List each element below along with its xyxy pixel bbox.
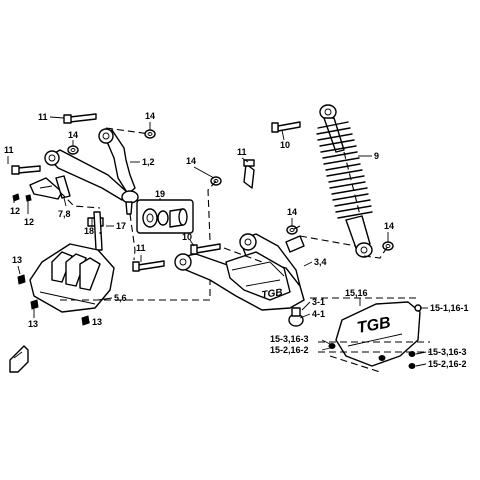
- assembly-guide-lines: [59, 127, 430, 373]
- callout-10-arm: 10: [182, 232, 192, 242]
- skid-plate-logo: TGB: [356, 314, 392, 337]
- callout-labels: 11 14 11 14 1,2 12 12 7,8 19 18 17 14 11…: [4, 111, 469, 369]
- bolt-10-shock: [271, 121, 301, 133]
- callout-9: 9: [374, 151, 379, 161]
- callout-11-arm: 11: [136, 243, 146, 253]
- bolt-12: [12, 193, 32, 202]
- leader-lines: [7, 116, 428, 367]
- callout-18: 18: [84, 226, 94, 236]
- callout-14-top: 14: [145, 111, 155, 121]
- bracket-7-8: [29, 175, 71, 200]
- callout-14-left: 14: [68, 130, 78, 140]
- callout-15-2-16-2-right: 15-2,16-2: [428, 359, 467, 369]
- callout-13-c: 13: [92, 317, 102, 327]
- callout-7-8: 7,8: [58, 209, 71, 219]
- bolt-10-lower: [190, 243, 221, 255]
- callout-19: 19: [155, 189, 165, 199]
- bolt-11-upper: [63, 113, 97, 124]
- mounting-bracket: [9, 345, 29, 373]
- callout-3-1: 3-1: [312, 297, 325, 307]
- bolt-11-left: [11, 165, 41, 175]
- shock-absorber-9: [316, 104, 373, 258]
- callout-11-mid: 11: [237, 147, 247, 157]
- nut-14-left: [67, 145, 79, 155]
- callout-14-far: 14: [384, 221, 394, 231]
- bushing-kit-19: [136, 199, 194, 234]
- nut-14-right: [286, 225, 298, 235]
- callout-15-1-16-1: 15-1,16-1: [430, 303, 469, 313]
- callout-12-b: 12: [24, 217, 34, 227]
- bolt-13-a: [17, 274, 26, 285]
- bolt-11-mid: [243, 159, 255, 189]
- skid-plate-15-16: TGB: [335, 301, 421, 367]
- callout-14-mid: 14: [186, 156, 196, 166]
- callout-1-2: 1,2: [142, 157, 155, 167]
- skid-guard-5-6: [29, 243, 115, 313]
- lower-a-arm: TGB: [174, 233, 305, 327]
- upper-a-arm: [44, 128, 139, 215]
- nut-14-shock: [382, 241, 394, 251]
- callout-13-a: 13: [12, 255, 22, 265]
- callout-10-top: 10: [280, 140, 290, 150]
- callout-4-1: 4-1: [312, 309, 325, 319]
- callout-15-2-16-2-left: 15-2,16-2: [270, 345, 309, 355]
- callout-11-top: 11: [38, 112, 48, 122]
- bolt-13-b: [30, 299, 39, 310]
- callout-13-b: 13: [28, 319, 38, 329]
- callout-5-6: 5,6: [114, 293, 127, 303]
- guard-logo: TGB: [261, 287, 283, 301]
- bolt-13-c: [81, 315, 90, 326]
- callout-14-right: 14: [287, 207, 297, 217]
- callout-3-4: 3,4: [314, 257, 327, 267]
- callout-15-3-16-3-right: 15-3,16-3: [428, 347, 467, 357]
- callout-12-a: 12: [10, 206, 20, 216]
- callout-15-16: 15,16: [345, 288, 368, 298]
- callout-15-3-16-3-left: 15-3,16-3: [270, 334, 309, 344]
- bolt-11-lower: [132, 260, 165, 272]
- callout-17: 17: [116, 221, 126, 231]
- callout-11-left: 11: [4, 145, 14, 155]
- pin-18: [93, 211, 103, 251]
